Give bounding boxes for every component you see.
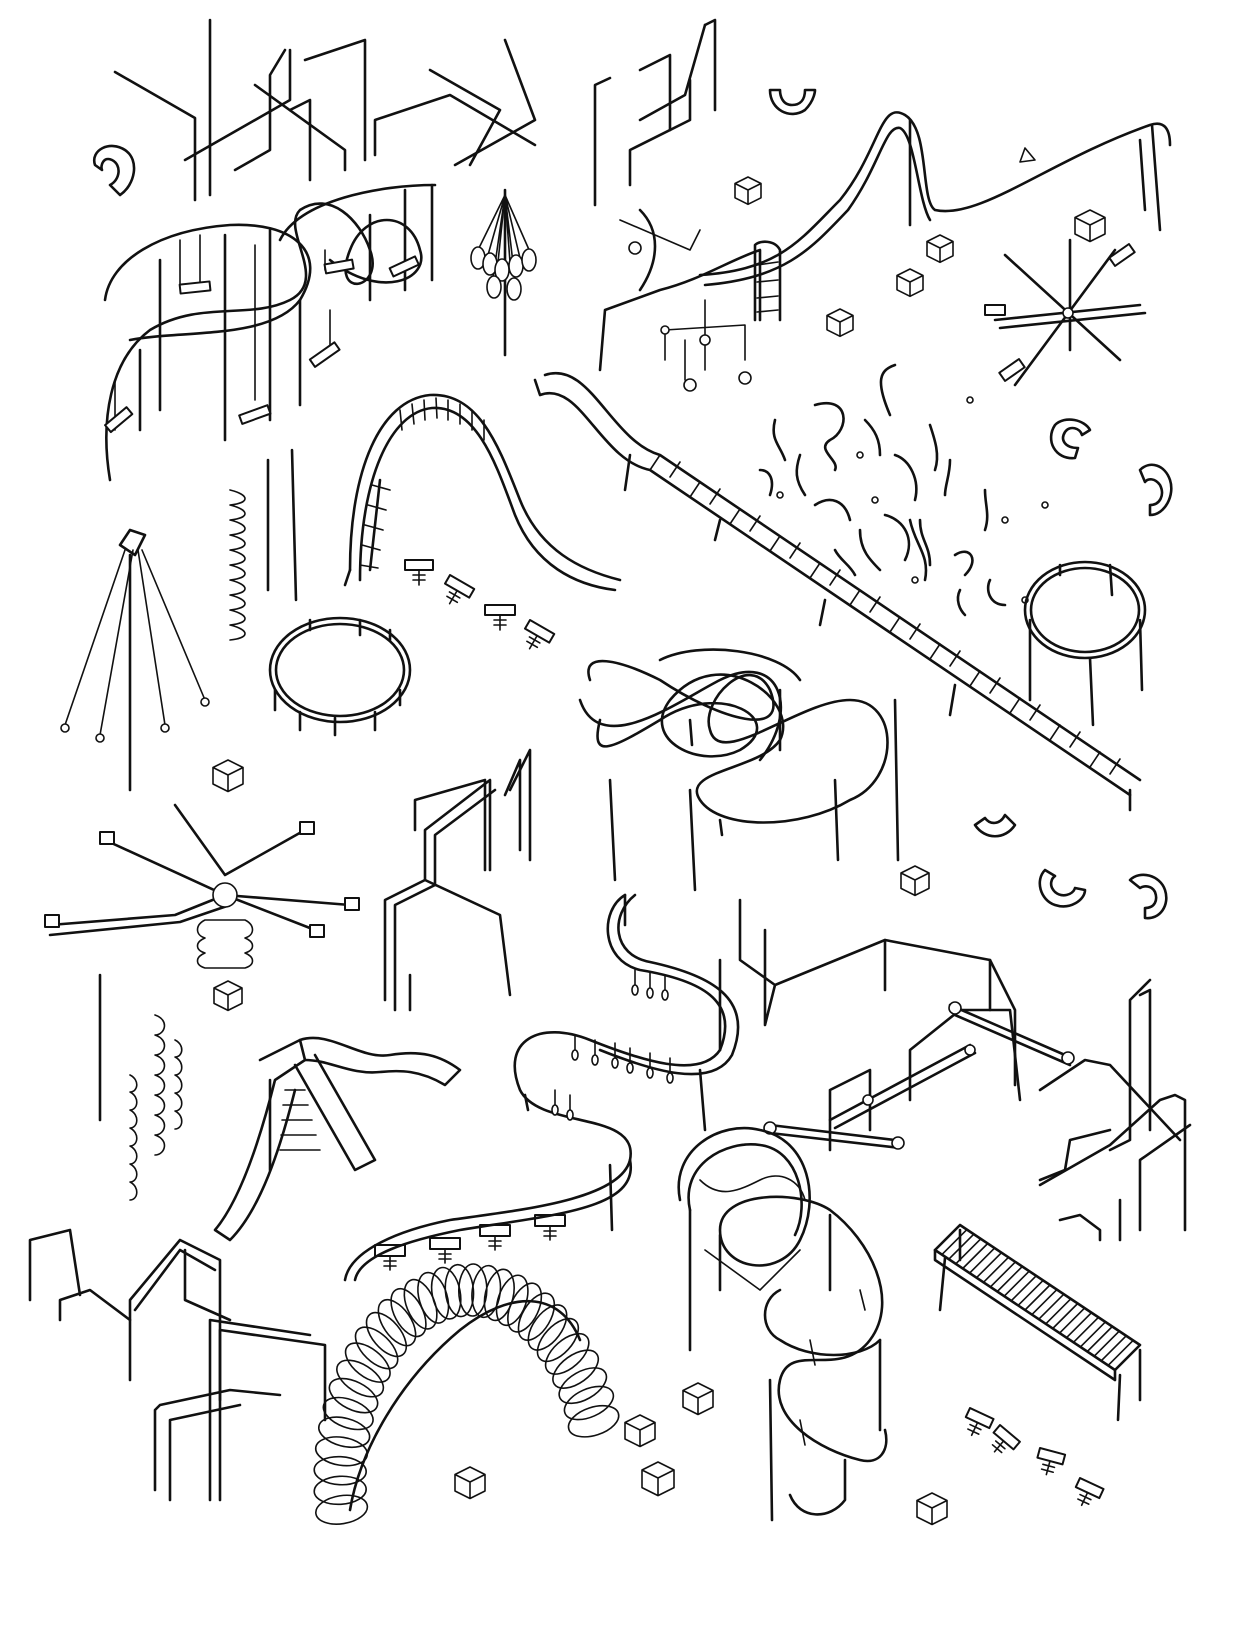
bench-slat (947, 1233, 975, 1260)
bench-slat (1100, 1335, 1127, 1362)
coil-ring (517, 1292, 556, 1341)
bench-slat (1045, 1298, 1072, 1325)
coil-ring (377, 1298, 417, 1347)
s-curve-track (343, 893, 740, 1282)
coil-ring (558, 1367, 608, 1405)
coil-ring (552, 1349, 600, 1389)
bench-slat (1024, 1284, 1051, 1311)
coil-ring (354, 1326, 399, 1370)
cube-block (926, 234, 954, 264)
coil-ring (544, 1332, 590, 1375)
cube-block (213, 980, 243, 1012)
tangled-loop-frame (578, 648, 900, 892)
coil-ring (567, 1404, 620, 1438)
bench-slat (1086, 1325, 1114, 1353)
bench-slat (1003, 1270, 1030, 1297)
angled-pipe-bars (113, 18, 717, 207)
bench-slat (1107, 1339, 1134, 1367)
slatted-bench (933, 1223, 1142, 1422)
hanging-swing-cluster (470, 188, 537, 357)
coil-ring (444, 1263, 475, 1318)
bench-slat (1058, 1307, 1086, 1334)
coil-ring (536, 1317, 580, 1363)
long-roller-track (533, 371, 1142, 812)
cube-block (734, 176, 762, 206)
wavy-slide (213, 1036, 462, 1242)
spring-coil-posts (229, 448, 298, 641)
bench-slat (1065, 1311, 1093, 1339)
bench-slat (1031, 1288, 1058, 1316)
cube-block (624, 1414, 656, 1448)
crossed-seesaws (738, 898, 1075, 1152)
pipe-fragments (758, 363, 1049, 617)
seesaw-star (984, 238, 1147, 387)
spring-spirals (98, 973, 183, 1201)
coil-ring (430, 1266, 462, 1320)
coil-ring (313, 1475, 367, 1506)
bench-slat (1072, 1316, 1100, 1344)
coil-ring (317, 1416, 371, 1449)
cube-block (1074, 209, 1106, 243)
bench-slat (1038, 1293, 1065, 1320)
swing-set-loop (103, 183, 437, 482)
cube-block (826, 308, 854, 338)
spinner-seesaw (44, 803, 360, 969)
bench-slat (996, 1265, 1024, 1293)
coil-ring (495, 1274, 529, 1327)
arched-pipe-track (698, 111, 1172, 287)
coil-tunnel (313, 1263, 620, 1525)
bench-slat (975, 1251, 1003, 1279)
coil-ring (563, 1385, 615, 1421)
coil-ring (417, 1271, 450, 1324)
cube-block (212, 759, 244, 793)
bench-slat (1010, 1275, 1037, 1302)
ring-frame-right (1023, 560, 1147, 727)
bench-slat (961, 1242, 989, 1270)
bench-slat (982, 1256, 1010, 1284)
bench-slat (1093, 1330, 1120, 1357)
bench-slat (1051, 1302, 1079, 1330)
tall-pipe-frame (28, 1228, 327, 1502)
coil-ring (336, 1359, 385, 1398)
coil-ring (365, 1311, 408, 1358)
round-ring-frame (268, 616, 412, 737)
coil-ring (328, 1377, 379, 1414)
cube-block (896, 268, 924, 298)
branching-bars (1038, 978, 1192, 1242)
coil-ring (527, 1304, 568, 1351)
cube-block (641, 1461, 675, 1497)
bench-slat (968, 1247, 996, 1274)
bench-slat (1017, 1279, 1044, 1307)
mobile-frame (598, 208, 782, 392)
bench-slat (954, 1238, 982, 1265)
coil-ring (313, 1455, 367, 1486)
cube-block (916, 1492, 948, 1526)
bench-slat (989, 1261, 1017, 1288)
macaroni-pieces (92, 88, 1173, 920)
tall-slide (343, 393, 622, 592)
cube-block (900, 865, 930, 897)
cube-block (454, 1466, 486, 1500)
coil-ring (322, 1396, 374, 1431)
cube-block (682, 1382, 714, 1416)
zigzag-frame (383, 748, 532, 1012)
cube-blocks (212, 176, 1106, 1526)
coil-ring (344, 1342, 391, 1383)
loop-coaster (677, 1126, 888, 1522)
bench-slat (1079, 1321, 1107, 1348)
tripod-rope-swing (60, 528, 210, 792)
coil-ring (315, 1494, 369, 1525)
bench-slat (941, 1228, 968, 1256)
